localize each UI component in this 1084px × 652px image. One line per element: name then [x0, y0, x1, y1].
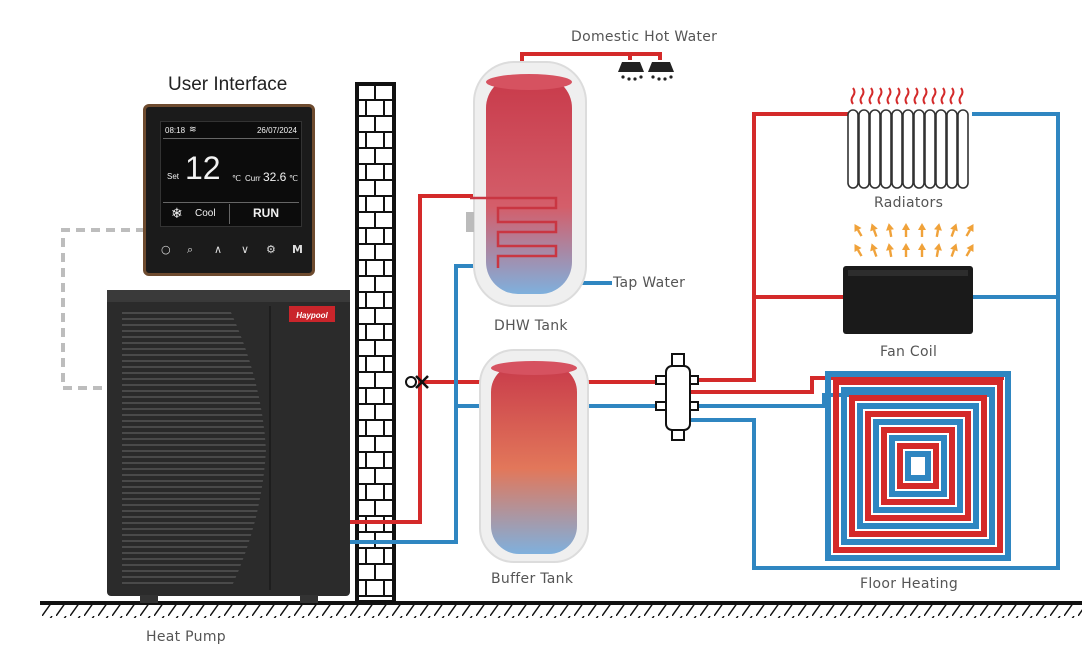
up-button[interactable]: ∧	[214, 243, 223, 256]
fan-coil-unit	[843, 223, 974, 334]
brick-wall	[355, 82, 396, 604]
radiator-fin	[924, 109, 936, 189]
radiator-fin	[880, 109, 892, 189]
domestic-hot-water-label: Domestic Hot Water	[571, 29, 718, 45]
user-interface-label: User Interface	[168, 74, 288, 95]
warm-air-arrow-icon	[934, 243, 942, 258]
radiator	[847, 87, 969, 189]
snowflake-icon[interactable]: ❄	[171, 205, 183, 221]
warm-air-arrow-icon	[965, 223, 974, 237]
warm-air-arrow-icon	[950, 243, 958, 257]
radiator-fin	[913, 109, 925, 189]
heat-wave-icon	[949, 87, 955, 105]
heat-wave-icon	[931, 87, 937, 105]
dhw-tank	[466, 61, 587, 307]
radiator-fin	[847, 109, 859, 189]
heat-wave-icon	[895, 87, 901, 105]
heat-wave-icon	[940, 87, 946, 105]
fan-coil-label: Fan Coil	[880, 344, 938, 360]
radiator-fin	[946, 109, 958, 189]
warm-air-arrow-icon	[902, 223, 910, 237]
heat-wave-icon	[877, 87, 883, 105]
heat-pump-unit: Haypool	[107, 290, 350, 603]
warm-air-arrow-icon	[950, 223, 958, 237]
curr-label: Curr	[245, 174, 261, 183]
heat-wave-icon	[868, 87, 874, 105]
warm-air-arrow-icon	[870, 243, 878, 257]
radiator-fin	[902, 109, 914, 189]
floor-heating-label: Floor Heating	[860, 576, 959, 592]
heat-wave-icon	[904, 87, 910, 105]
warm-air-arrow-icon	[886, 243, 894, 258]
search-button[interactable]: ⌕	[187, 243, 194, 256]
heat-wave-icon	[886, 87, 892, 105]
manifold	[655, 353, 699, 441]
run-button[interactable]: RUN	[253, 206, 279, 220]
controller-panel: 08:18 ≋ 26/07/2024 Set 12 ℃ Curr 32.6 ℃ …	[143, 104, 315, 276]
valve-icon	[405, 375, 429, 389]
ground	[40, 601, 1082, 618]
radiator-fin	[869, 109, 881, 189]
shower-icon	[618, 62, 674, 81]
down-button[interactable]: ∨	[241, 243, 250, 256]
set-unit: ℃	[232, 174, 241, 183]
radiators-label: Radiators	[874, 195, 944, 211]
warm-air-arrow-icon	[965, 243, 974, 257]
set-temperature: 12	[185, 150, 221, 186]
warm-air-arrow-icon	[934, 223, 942, 238]
controller-screen: 08:18 ≋ 26/07/2024 Set 12 ℃ Curr 32.6 ℃ …	[160, 121, 302, 227]
buffer-tank-label: Buffer Tank	[491, 571, 574, 587]
floor-heating-loop	[825, 371, 1011, 561]
heat-wave-icon	[913, 87, 919, 105]
warm-air-arrow-icon	[854, 243, 863, 257]
heat-wave-icon	[922, 87, 928, 105]
heat-pump-label: Heat Pump	[146, 629, 226, 645]
warm-air-arrow-icon	[918, 243, 926, 257]
warm-air-arrow-icon	[854, 223, 863, 237]
time-display: 08:18	[165, 126, 186, 135]
current-temperature: 32.6	[263, 170, 287, 184]
warm-air-arrow-icon	[870, 223, 878, 237]
radiator-fin	[891, 109, 903, 189]
heat-wave-icon	[958, 87, 964, 105]
warm-air-arrow-icon	[886, 223, 894, 238]
warm-air-arrow-icon	[918, 223, 926, 237]
mode-button[interactable]: Cool	[195, 208, 216, 219]
date-display: 26/07/2024	[256, 126, 297, 135]
radiator-fin	[858, 109, 870, 189]
radiator-fin	[957, 109, 969, 189]
radiator-fin	[935, 109, 947, 189]
set-label: Set	[167, 172, 180, 181]
buffer-tank	[479, 349, 589, 563]
curr-unit: ℃	[289, 174, 298, 183]
menu-button[interactable]: M	[292, 243, 303, 256]
brand-logo: Haypool	[296, 311, 328, 320]
control-cable	[61, 228, 145, 390]
heat-wave-icon	[859, 87, 865, 105]
settings-button[interactable]: ⚙	[266, 243, 276, 256]
dhw-tank-label: DHW Tank	[494, 318, 568, 334]
wifi-icon: ≋	[189, 124, 197, 134]
heat-wave-icon	[850, 87, 856, 105]
tap-water-label: Tap Water	[613, 275, 686, 291]
power-button[interactable]: ○	[161, 243, 171, 256]
warm-air-arrow-icon	[902, 243, 910, 257]
